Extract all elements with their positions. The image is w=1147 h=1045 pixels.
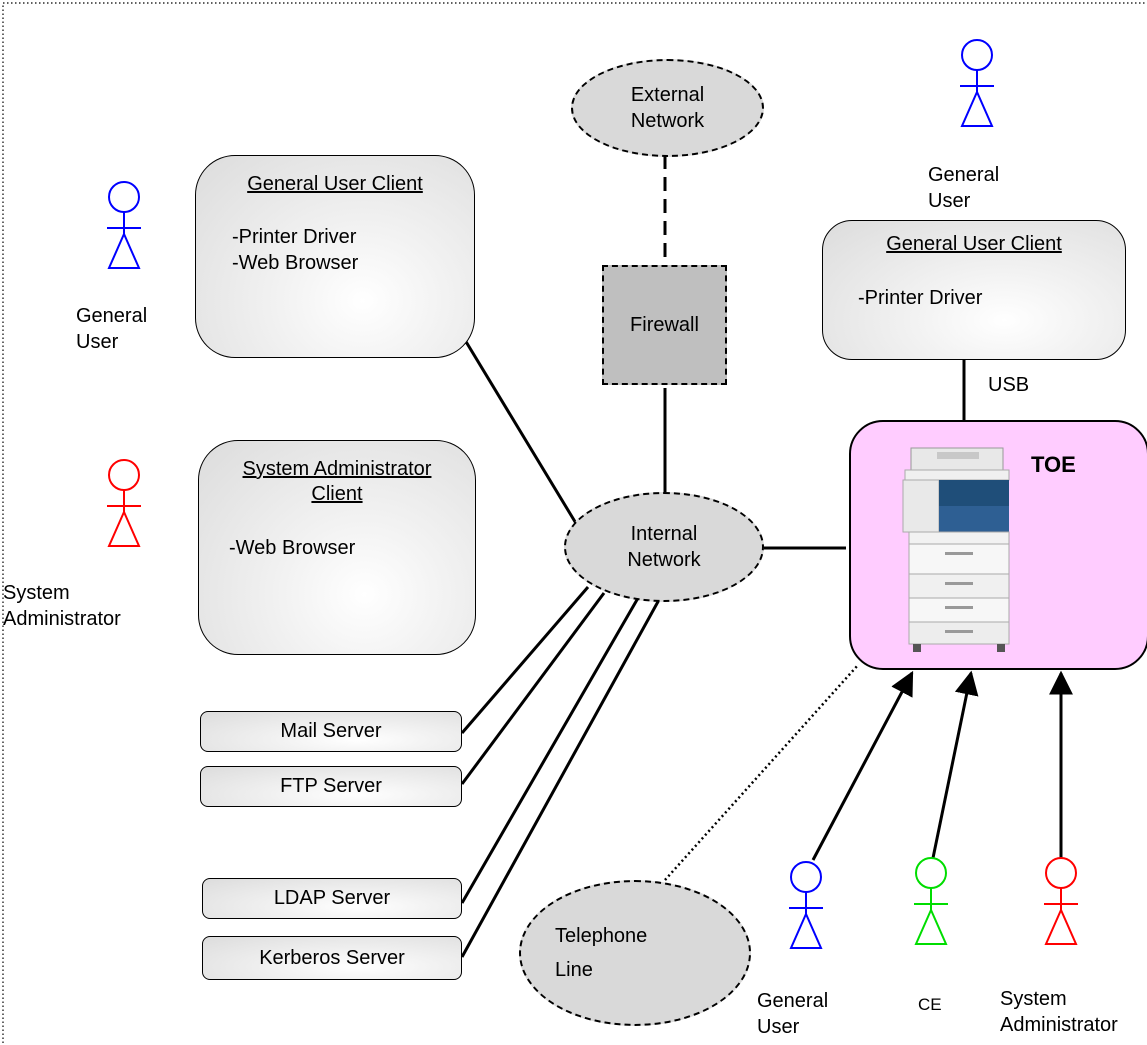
ldap-server-label: LDAP Server	[273, 887, 391, 909]
actor-label: General User	[928, 164, 1000, 212]
kerberos-server-label: Kerberos Server	[259, 946, 405, 969]
person-icon	[1044, 857, 1078, 945]
firewall-node: Firewall	[602, 265, 727, 385]
toe-box: TOE	[849, 420, 1147, 670]
general-user-client-box: General User Client -Printer Driver -Web…	[195, 155, 475, 358]
ftp-server-box: FTP Server	[200, 766, 462, 807]
line-ftp	[460, 592, 606, 785]
actor-label: System Administrator	[1000, 988, 1118, 1036]
client-item-web-browser: -Web Browser	[232, 252, 359, 274]
system-admin-client-title-line1: System Administrator	[242, 458, 432, 480]
line-kerberos	[460, 597, 662, 958]
arrow-ce	[931, 670, 979, 859]
telephone-line-label: Telephone Line	[555, 925, 648, 981]
telephone-line-node: Telephone Line	[519, 880, 751, 1026]
line-client-internal	[463, 339, 579, 526]
internal-network-label: Internal Network	[627, 523, 701, 571]
mail-server-label: Mail Server	[280, 720, 382, 742]
mail-server-box: Mail Server	[200, 711, 462, 752]
general-user-client-title: General User Client	[247, 173, 423, 195]
line-mail	[460, 586, 590, 734]
firewall-label: Firewall	[630, 313, 699, 336]
person-icon	[107, 181, 141, 269]
line-ldap	[460, 597, 640, 904]
actor-label: System Administrator	[3, 582, 121, 630]
system-admin-client-title-line2: Client	[311, 483, 363, 505]
general-user-client-usb-box: General User Client -Printer Driver	[822, 220, 1126, 360]
external-network-label: External Network	[630, 84, 705, 132]
actor-label: CE	[918, 995, 942, 1014]
kerberos-server-box: Kerberos Server	[202, 936, 462, 980]
usb-client-item-printer-driver: -Printer Driver	[858, 287, 983, 309]
client-item-printer-driver: -Printer Driver	[232, 226, 357, 248]
ftp-server-label: FTP Server	[280, 775, 382, 797]
person-icon	[107, 459, 141, 547]
person-icon	[914, 857, 948, 945]
person-icon	[960, 39, 994, 127]
arrow-general-user	[811, 670, 914, 861]
toe-label: TOE	[1031, 452, 1076, 477]
usb-label: USB	[988, 374, 1030, 396]
actor-label: General User	[76, 305, 148, 353]
internal-network-node: Internal Network	[564, 492, 764, 602]
external-network-node: External Network	[571, 59, 764, 157]
ldap-server-box: LDAP Server	[202, 878, 462, 919]
system-admin-client-box: System Administrator Client -Web Browser	[198, 440, 476, 655]
line-telephone	[664, 664, 859, 881]
actor-label: General User	[757, 990, 829, 1038]
admin-client-item-web-browser: -Web Browser	[229, 537, 356, 559]
person-icon	[789, 861, 823, 949]
multifunction-printer-icon	[902, 447, 1010, 652]
general-user-client-usb-title: General User Client	[886, 233, 1062, 255]
